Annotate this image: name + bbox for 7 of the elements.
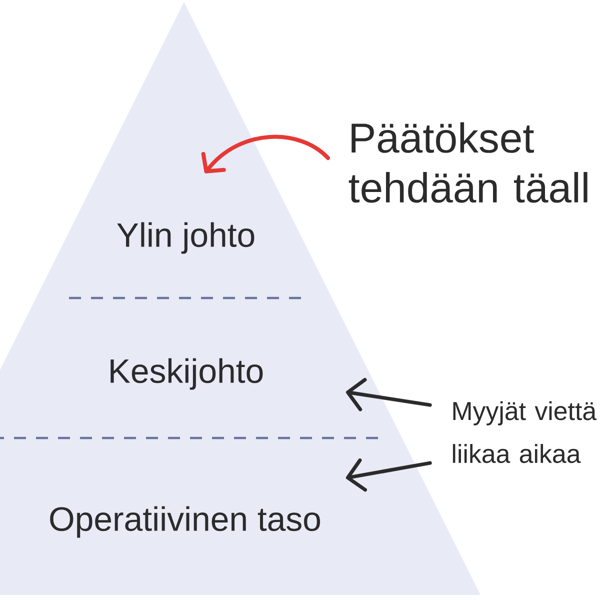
- pyramid-level: Ylin johto: [36, 2, 332, 298]
- curved-arrow: [201, 134, 330, 174]
- node-label: Ylin johto: [117, 222, 254, 254]
- arrow: [346, 378, 432, 412]
- pyramid-level: Keskijohto: [0, 298, 402, 438]
- arrow: [346, 458, 432, 492]
- annotation-text: Päätökset tehdään täall: [348, 122, 588, 203]
